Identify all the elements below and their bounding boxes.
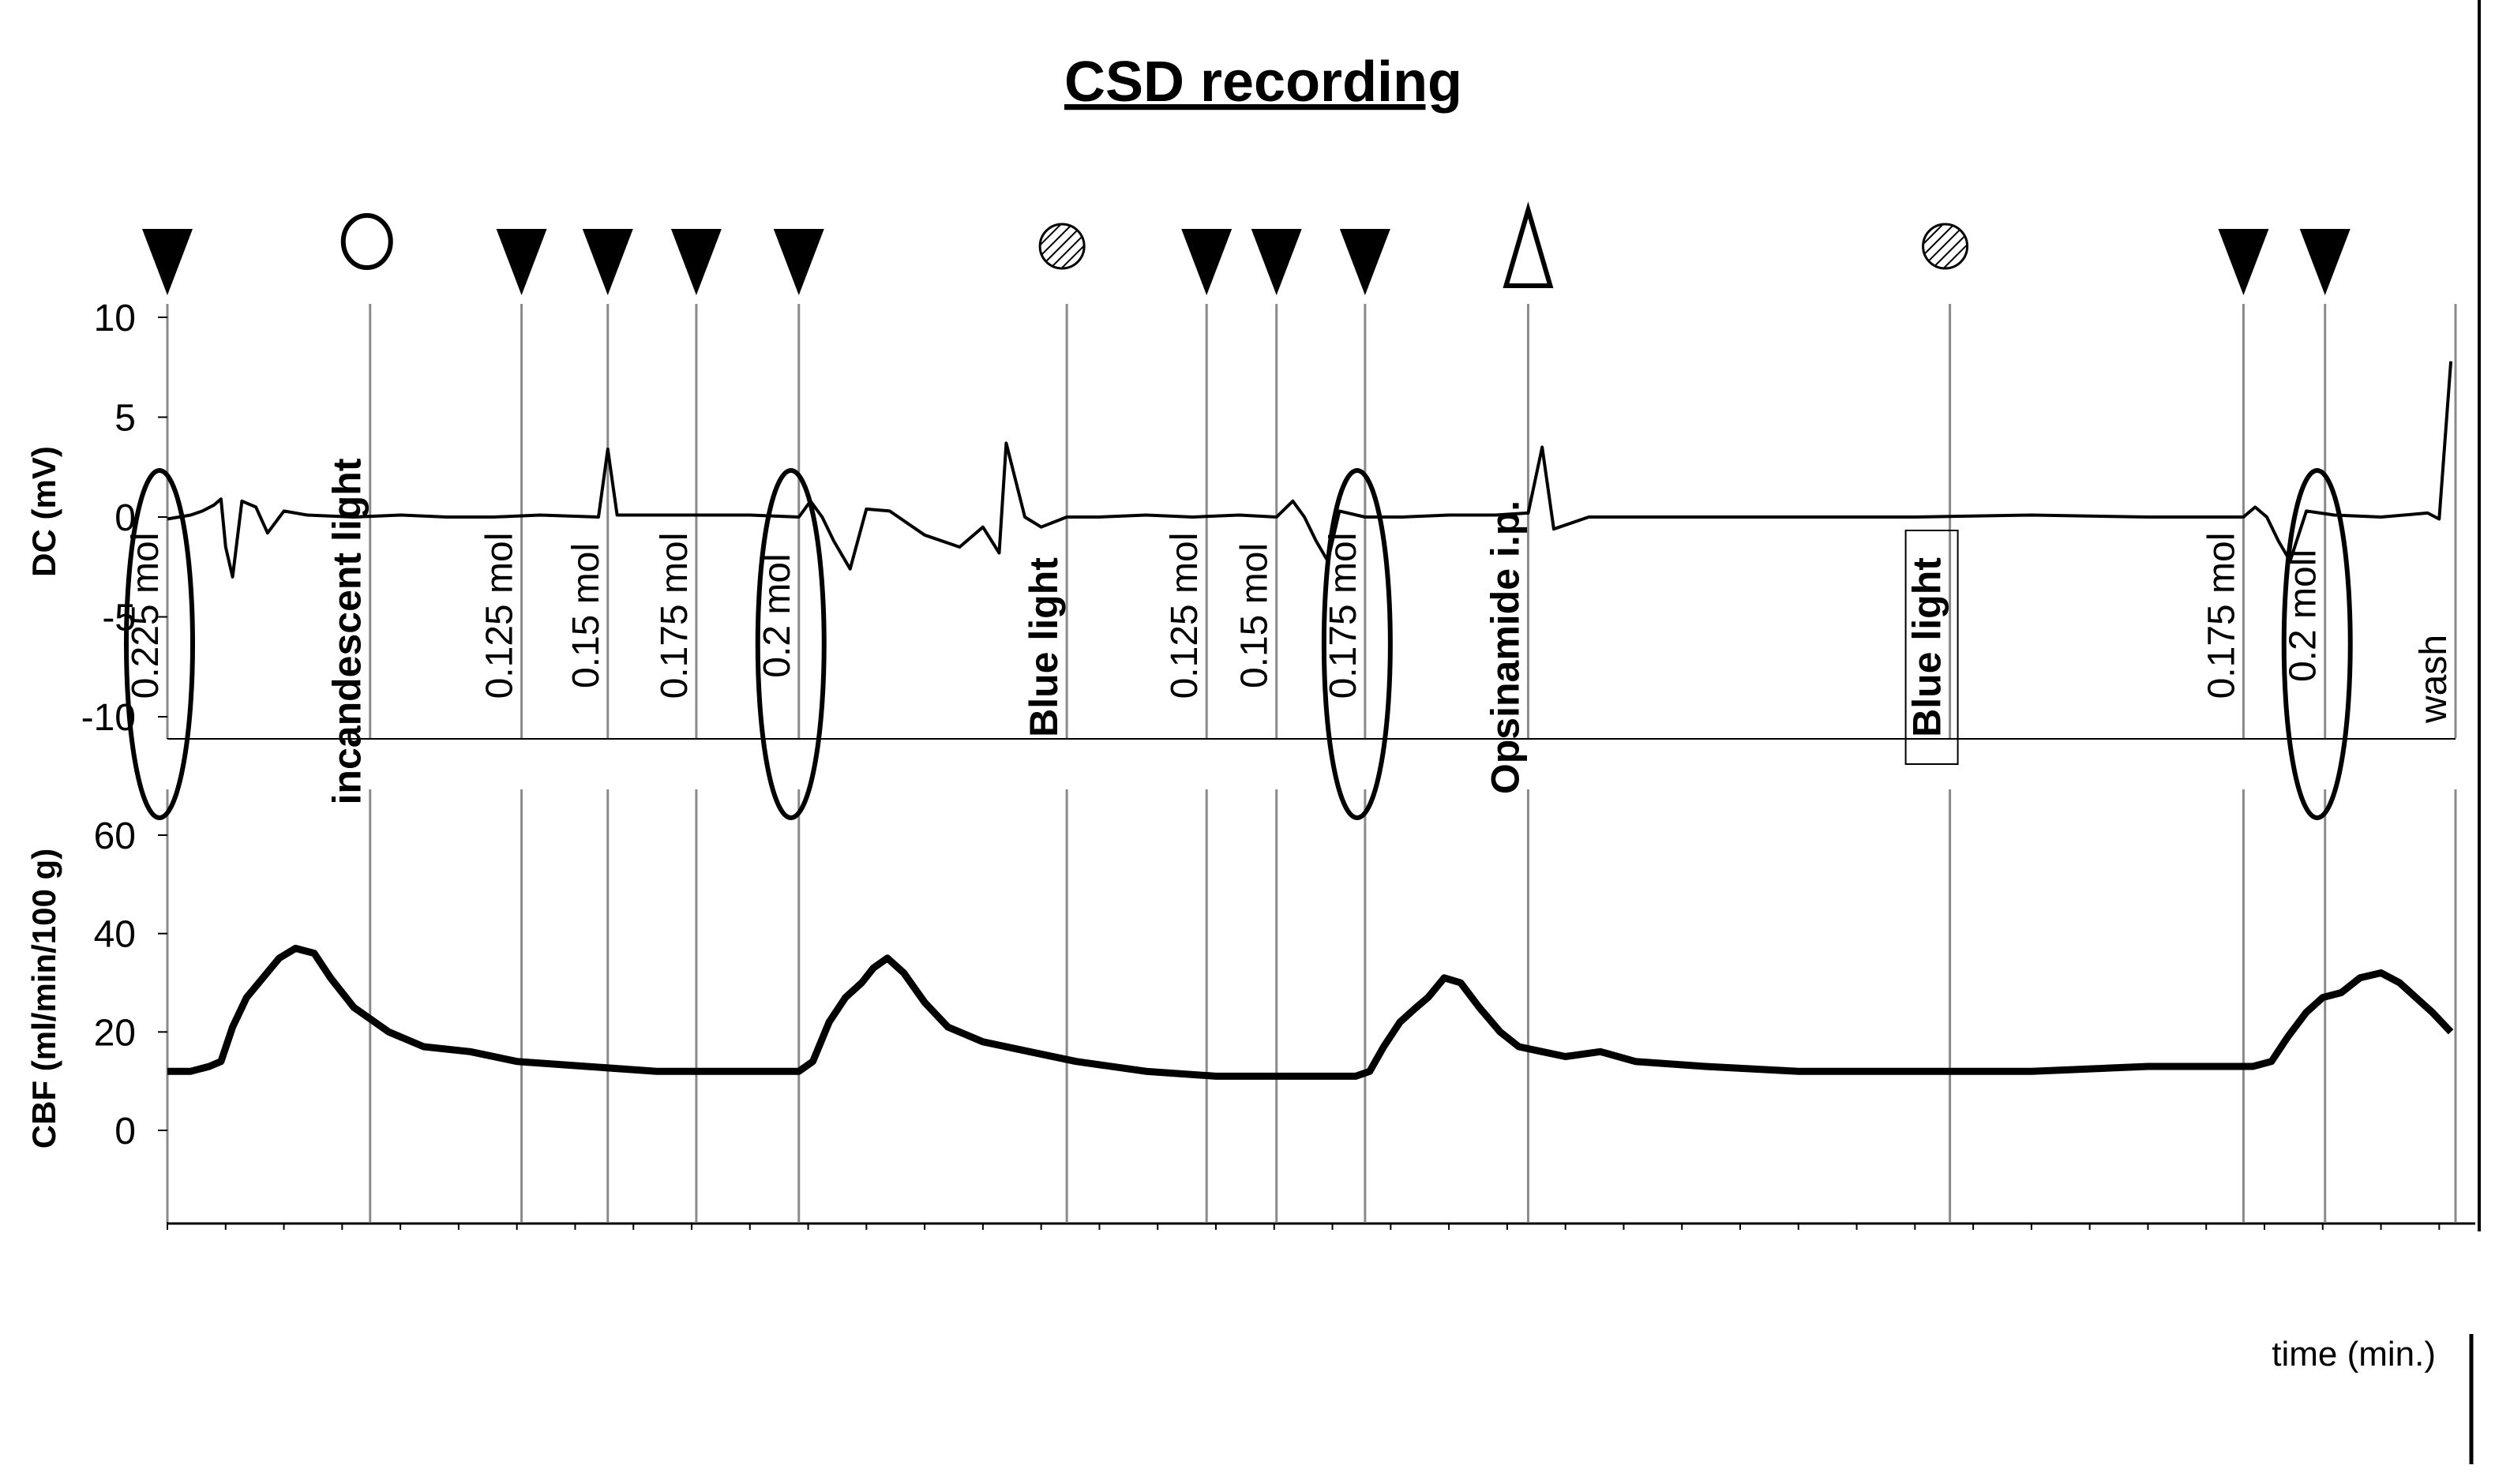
filled-triangle-marker <box>773 229 824 295</box>
event-label: Blue light <box>1022 557 1066 737</box>
chart-title: CSD recording <box>1064 51 1462 114</box>
open-triangle-marker <box>1503 201 1554 288</box>
dc-tick-label: -5 <box>102 598 136 639</box>
event-label: Blue light <box>1905 557 1949 737</box>
event-label: wash <box>2413 635 2455 724</box>
cbf-y-axis-label: CBF (ml/min/100 g) <box>25 849 62 1149</box>
label-box <box>1904 530 1959 765</box>
highlight-ellipse <box>1321 468 1393 820</box>
event-markers <box>142 201 2351 295</box>
cbf-tick-label: 40 <box>94 914 136 956</box>
filled-triangle-marker <box>142 229 193 295</box>
cbf-tick-label: 0 <box>114 1111 136 1152</box>
event-label: 0.15 mol <box>565 543 607 688</box>
filled-triangle-marker <box>2218 229 2269 295</box>
dc-y-axis-label: DC (mV) <box>25 446 62 577</box>
highlight-ellipse <box>755 468 827 820</box>
cbf-tick-label: 60 <box>94 815 136 857</box>
cbf-tick-label: 20 <box>94 1012 136 1054</box>
cbf-y-ticks: 60 40 20 0 <box>94 815 167 1152</box>
event-label: 0.2 moll <box>2283 549 2324 682</box>
filled-triangle-marker <box>496 229 547 295</box>
event-label: 0.175 mol <box>654 533 696 699</box>
filled-triangle-marker <box>1251 229 1302 295</box>
filled-triangle-marker <box>1181 229 1232 295</box>
highlight-ellipse <box>124 468 195 820</box>
x-minor-ticks <box>167 1224 2441 1230</box>
filled-triangle-marker <box>582 229 633 295</box>
event-label: 0.125 mol <box>1164 533 1206 699</box>
event-label: 0.175 mol <box>2200 533 2242 699</box>
traces <box>167 361 2454 1080</box>
filled-triangle-marker <box>670 229 722 295</box>
event-label: 0.15 mol <box>1234 543 1276 688</box>
cbf-trace-line <box>167 944 2454 1080</box>
hatched-circle-marker <box>1038 223 1086 270</box>
dc-tick-label: 5 <box>114 398 136 440</box>
highlight-ellipse <box>2281 468 2353 820</box>
filled-triangle-marker <box>2299 229 2351 295</box>
dc-trace-line <box>167 361 2453 579</box>
event-label: 0.2 mol <box>756 553 798 677</box>
highlight-ellipses <box>124 468 2353 820</box>
dc-tick-label: 10 <box>94 298 136 339</box>
x-axis-label: time (min.) <box>2272 1335 2436 1373</box>
event-lines <box>166 304 2457 1222</box>
event-label: 0.125 mol <box>479 533 521 699</box>
event-label: incandescent light <box>325 458 370 804</box>
filled-triangle-marker <box>1339 229 1390 295</box>
open-circle-marker <box>340 213 393 270</box>
hatched-circle-marker <box>1922 223 1969 270</box>
event-label: Opsinamide i.p. <box>1483 500 1527 794</box>
